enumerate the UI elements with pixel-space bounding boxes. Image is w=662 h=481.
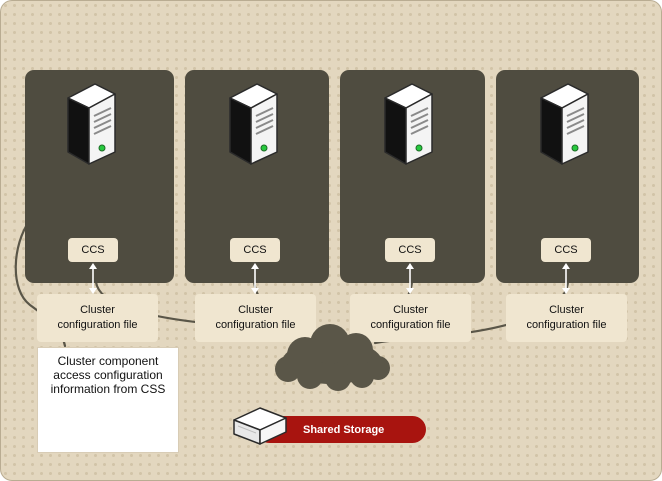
- callout-line-3: information from CSS: [50, 382, 166, 396]
- server-icon: [229, 83, 278, 165]
- config-line-2: configuration file: [57, 319, 138, 331]
- cluster-configuration-file: Cluster configuration file: [195, 294, 316, 342]
- config-line-1: Cluster: [238, 304, 273, 316]
- ccs-label: CCS: [230, 238, 280, 262]
- server-icon: [67, 83, 116, 165]
- cluster-configuration-file: Cluster configuration file: [37, 294, 158, 342]
- config-line-2: configuration file: [370, 319, 451, 331]
- callout-line-1: Cluster component: [57, 354, 159, 368]
- cluster-node-4: CCS Cluster configuration file: [496, 70, 639, 342]
- ccs-label: CCS: [541, 238, 591, 262]
- cluster-node-3: CCS Cluster configuration file: [340, 70, 485, 342]
- config-line-1: Cluster: [393, 304, 428, 316]
- cluster-node-1: CCS Cluster configuration file: [25, 70, 174, 342]
- config-line-1: Cluster: [549, 304, 584, 316]
- double-arrow-icon: [251, 263, 259, 294]
- cluster-node-2: CCS Cluster configuration file: [185, 70, 329, 342]
- config-line-2: configuration file: [526, 319, 607, 331]
- cluster-configuration-file: Cluster configuration file: [350, 294, 471, 342]
- double-arrow-icon: [89, 263, 97, 294]
- config-line-1: Cluster: [80, 304, 115, 316]
- callout-line-2: access configuration: [53, 368, 163, 382]
- double-arrow-icon: [406, 263, 414, 294]
- server-icon: [540, 83, 589, 165]
- storage-drive-icon: [233, 407, 287, 445]
- double-arrow-icon: [562, 263, 570, 294]
- callout-note: Cluster component access configuration i…: [37, 347, 179, 453]
- ccs-label: CCS: [385, 238, 435, 262]
- server-icon: [384, 83, 433, 165]
- ccs-label: CCS: [68, 238, 118, 262]
- network-cloud-icon: [275, 324, 390, 391]
- cluster-configuration-file: Cluster configuration file: [506, 294, 627, 342]
- config-line-2: configuration file: [215, 319, 296, 331]
